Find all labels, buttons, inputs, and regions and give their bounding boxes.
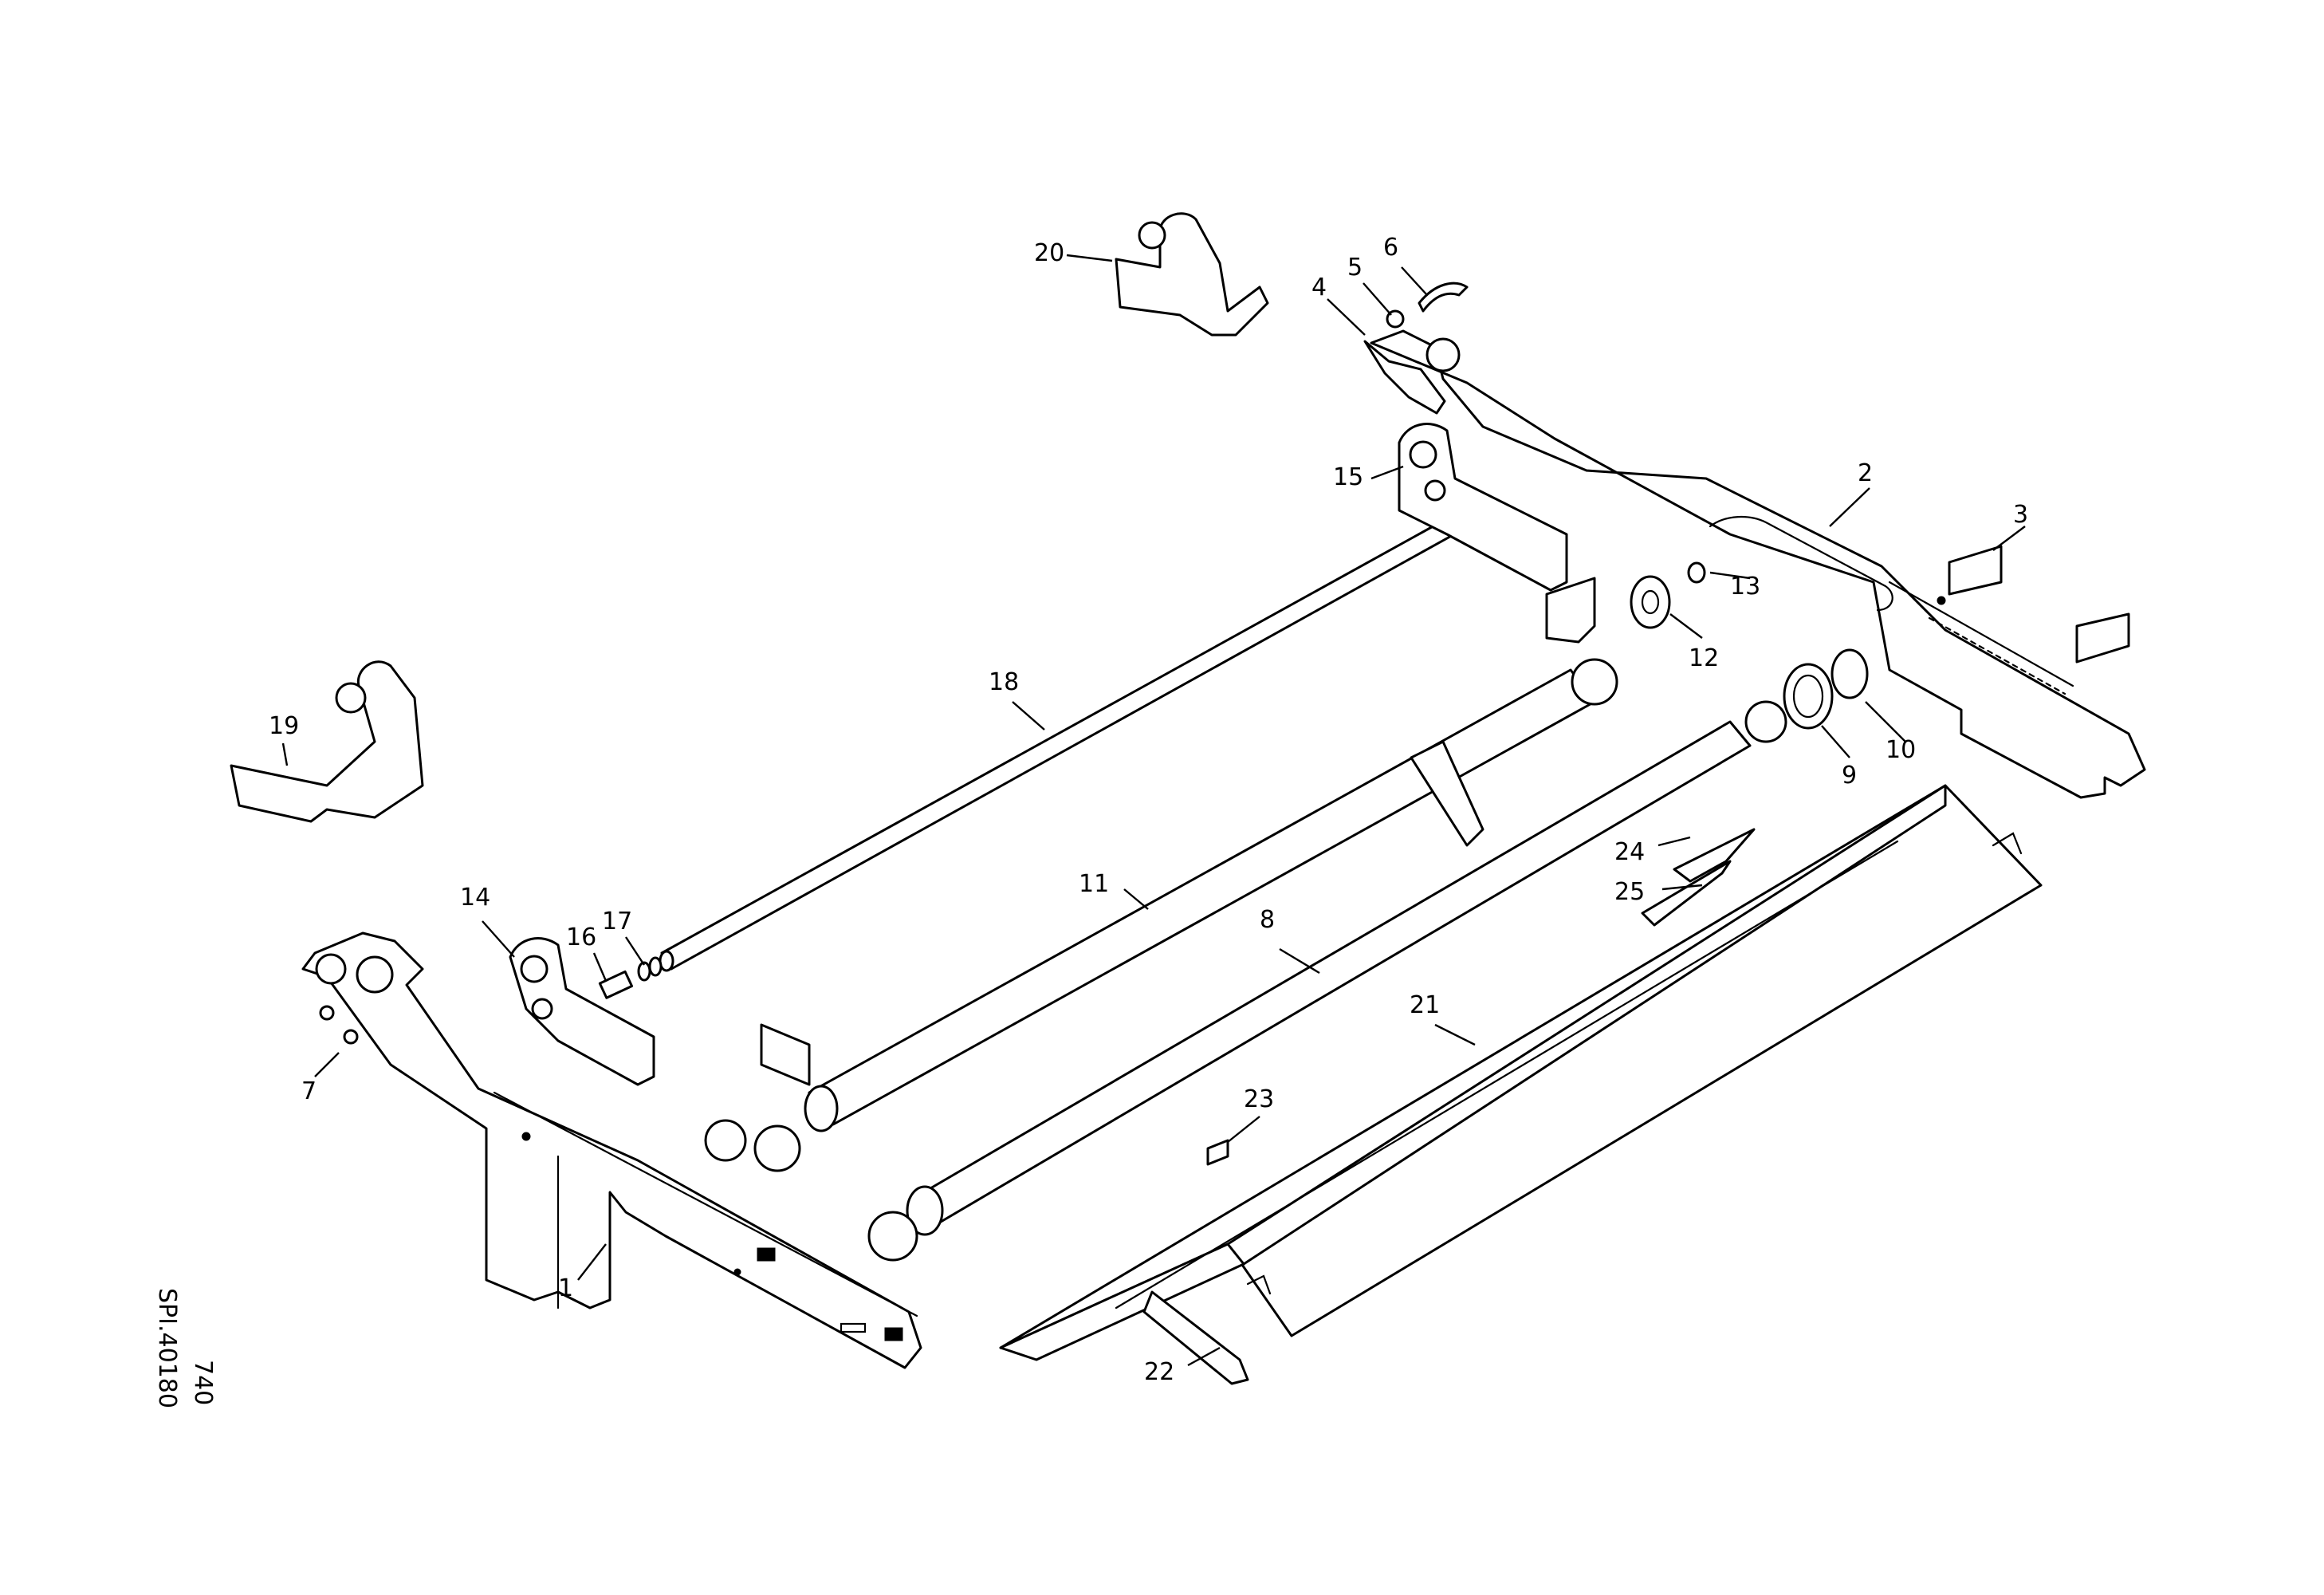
part-11-shaft-tube xyxy=(704,577,1618,1172)
callout-25: 25 xyxy=(1614,878,1645,906)
part-14-support-bracket xyxy=(509,937,655,1086)
callout-8: 8 xyxy=(1260,906,1275,934)
part-2-hole-row xyxy=(1928,616,2066,695)
callout-12: 12 xyxy=(1689,644,1719,672)
callout-15: 15 xyxy=(1333,463,1363,491)
drawing-page-number: 740 xyxy=(189,1360,217,1405)
callout-9: 9 xyxy=(1842,762,1857,790)
part-12-roller xyxy=(1630,575,1671,629)
part-3-label-plates xyxy=(1948,545,2130,664)
part-18-long-rod xyxy=(659,510,1470,972)
callout-1: 1 xyxy=(558,1274,573,1302)
callout-10: 10 xyxy=(1886,736,1916,764)
part-24-mesh-top xyxy=(1673,828,1756,883)
part-6-hook xyxy=(1418,282,1469,313)
callout-22: 22 xyxy=(1144,1358,1174,1386)
callout-17: 17 xyxy=(602,908,632,935)
callout-3: 3 xyxy=(2013,501,2028,529)
callout-11: 11 xyxy=(1079,870,1109,898)
callout-13: 13 xyxy=(1730,573,1760,601)
part-4-bracket xyxy=(1363,340,1446,415)
part-15-support-bracket xyxy=(1398,423,1568,592)
callout-2: 2 xyxy=(1858,459,1873,487)
part-2-rear-frame-arm xyxy=(1370,329,2146,799)
callout-16: 16 xyxy=(566,924,596,951)
part-20-bracket xyxy=(1115,212,1269,337)
callout-5: 5 xyxy=(1347,254,1363,282)
drawing-reference: SPI.40180 xyxy=(153,1288,181,1408)
callout-labels: 1 2 3 4 5 6 7 8 9 10 11 12 13 14 15 16 1… xyxy=(269,234,2028,1386)
part-21-cover-shield xyxy=(999,784,2043,1361)
part-16-pin xyxy=(598,970,634,999)
part-19-bracket xyxy=(230,660,424,823)
part-22-strap xyxy=(1142,1290,1249,1385)
callout-20: 20 xyxy=(1034,239,1064,267)
callout-23: 23 xyxy=(1244,1085,1274,1113)
part-1-front-frame-arm xyxy=(301,931,922,1369)
callout-18: 18 xyxy=(989,668,1019,696)
part-8-drive-shaft xyxy=(867,700,1787,1262)
part-23-tag xyxy=(1206,1139,1229,1166)
callout-7: 7 xyxy=(301,1077,317,1105)
callout-6: 6 xyxy=(1383,234,1398,262)
callout-19: 19 xyxy=(269,712,299,740)
part-17-washers xyxy=(637,956,663,982)
callout-21: 21 xyxy=(1410,991,1440,1019)
part-13-ring xyxy=(1687,561,1706,584)
part-25-mesh-guard xyxy=(1641,860,1732,927)
leader-lines xyxy=(281,254,2026,1367)
drawing-code: 740 SPI.40180 xyxy=(153,1288,217,1408)
part-10-ring xyxy=(1830,648,1869,699)
part-7-bolts xyxy=(319,1005,359,1045)
callout-24: 24 xyxy=(1614,838,1645,866)
callout-4: 4 xyxy=(1311,274,1327,301)
part-9-ring xyxy=(1783,663,1834,730)
callout-14: 14 xyxy=(460,884,490,912)
